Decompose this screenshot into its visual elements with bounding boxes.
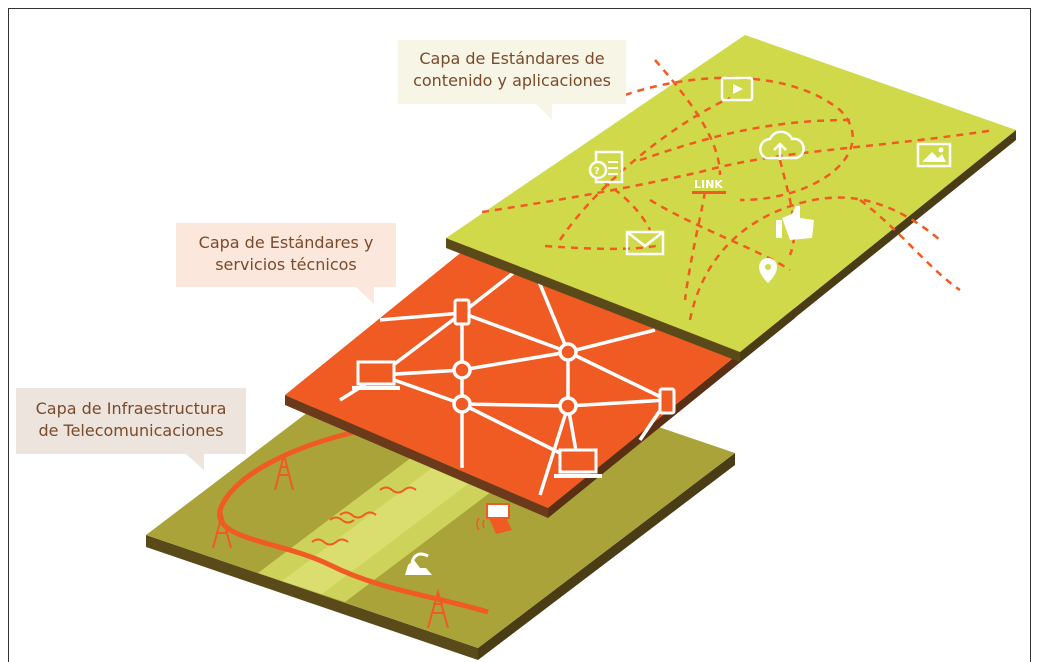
callout-services-line2: servicios técnicos — [215, 255, 357, 274]
svg-text:?: ? — [594, 166, 600, 177]
mail-icon — [625, 230, 665, 256]
laptop-icon — [352, 360, 400, 390]
infrastructure-layer-side — [146, 535, 478, 660]
laptop-icon — [554, 448, 602, 478]
image-icon — [916, 142, 952, 168]
image-frame — [8, 8, 1031, 662]
document-question-icon: ? — [588, 150, 624, 184]
network-nodes — [452, 342, 578, 416]
cloud-upload-icon — [759, 130, 805, 160]
radio-tower-icon — [427, 588, 449, 629]
network-node — [452, 394, 472, 414]
network-node — [452, 360, 472, 380]
radio-tower-icon — [274, 454, 294, 491]
location-pin-icon — [759, 258, 777, 283]
callout-content: Capa de Estándares de contenido y aplica… — [398, 40, 626, 120]
phone-icon — [453, 298, 471, 326]
content-layer-side — [446, 238, 740, 362]
network-node — [558, 342, 578, 362]
wireless-device-icon — [476, 503, 512, 534]
network-node — [558, 396, 578, 416]
play-icon — [720, 76, 754, 102]
content-layer-side-right — [740, 130, 1016, 362]
phone-icon — [658, 387, 676, 415]
infrastructure-cable — [217, 429, 489, 615]
callout-infra-line1: Capa de Infraestructura — [36, 399, 227, 418]
radio-tower-icon — [212, 511, 232, 549]
callout-content-line2: contenido y aplicaciones — [413, 71, 611, 90]
content-layer-surface — [446, 35, 1016, 352]
river-waves — [311, 486, 417, 546]
services-layer-side — [285, 395, 548, 518]
callout-services: Capa de Estándares y servicios técnicos — [176, 223, 396, 304]
link-text: LINK — [694, 178, 723, 191]
content-layer: ? LINK — [446, 35, 1016, 362]
thumbs-up-icon — [776, 206, 814, 240]
infrastructure-layer-side-right — [478, 453, 735, 660]
callout-content-line1: Capa de Estándares de — [419, 49, 604, 68]
callout-infra: Capa de Infraestructura de Telecomunicac… — [16, 388, 246, 470]
satellite-dish-icon — [405, 552, 432, 575]
callout-infra-line2: de Telecomunicaciones — [38, 421, 223, 440]
link-label: LINK — [692, 178, 726, 194]
callout-services-line1: Capa de Estándares y — [199, 233, 374, 252]
